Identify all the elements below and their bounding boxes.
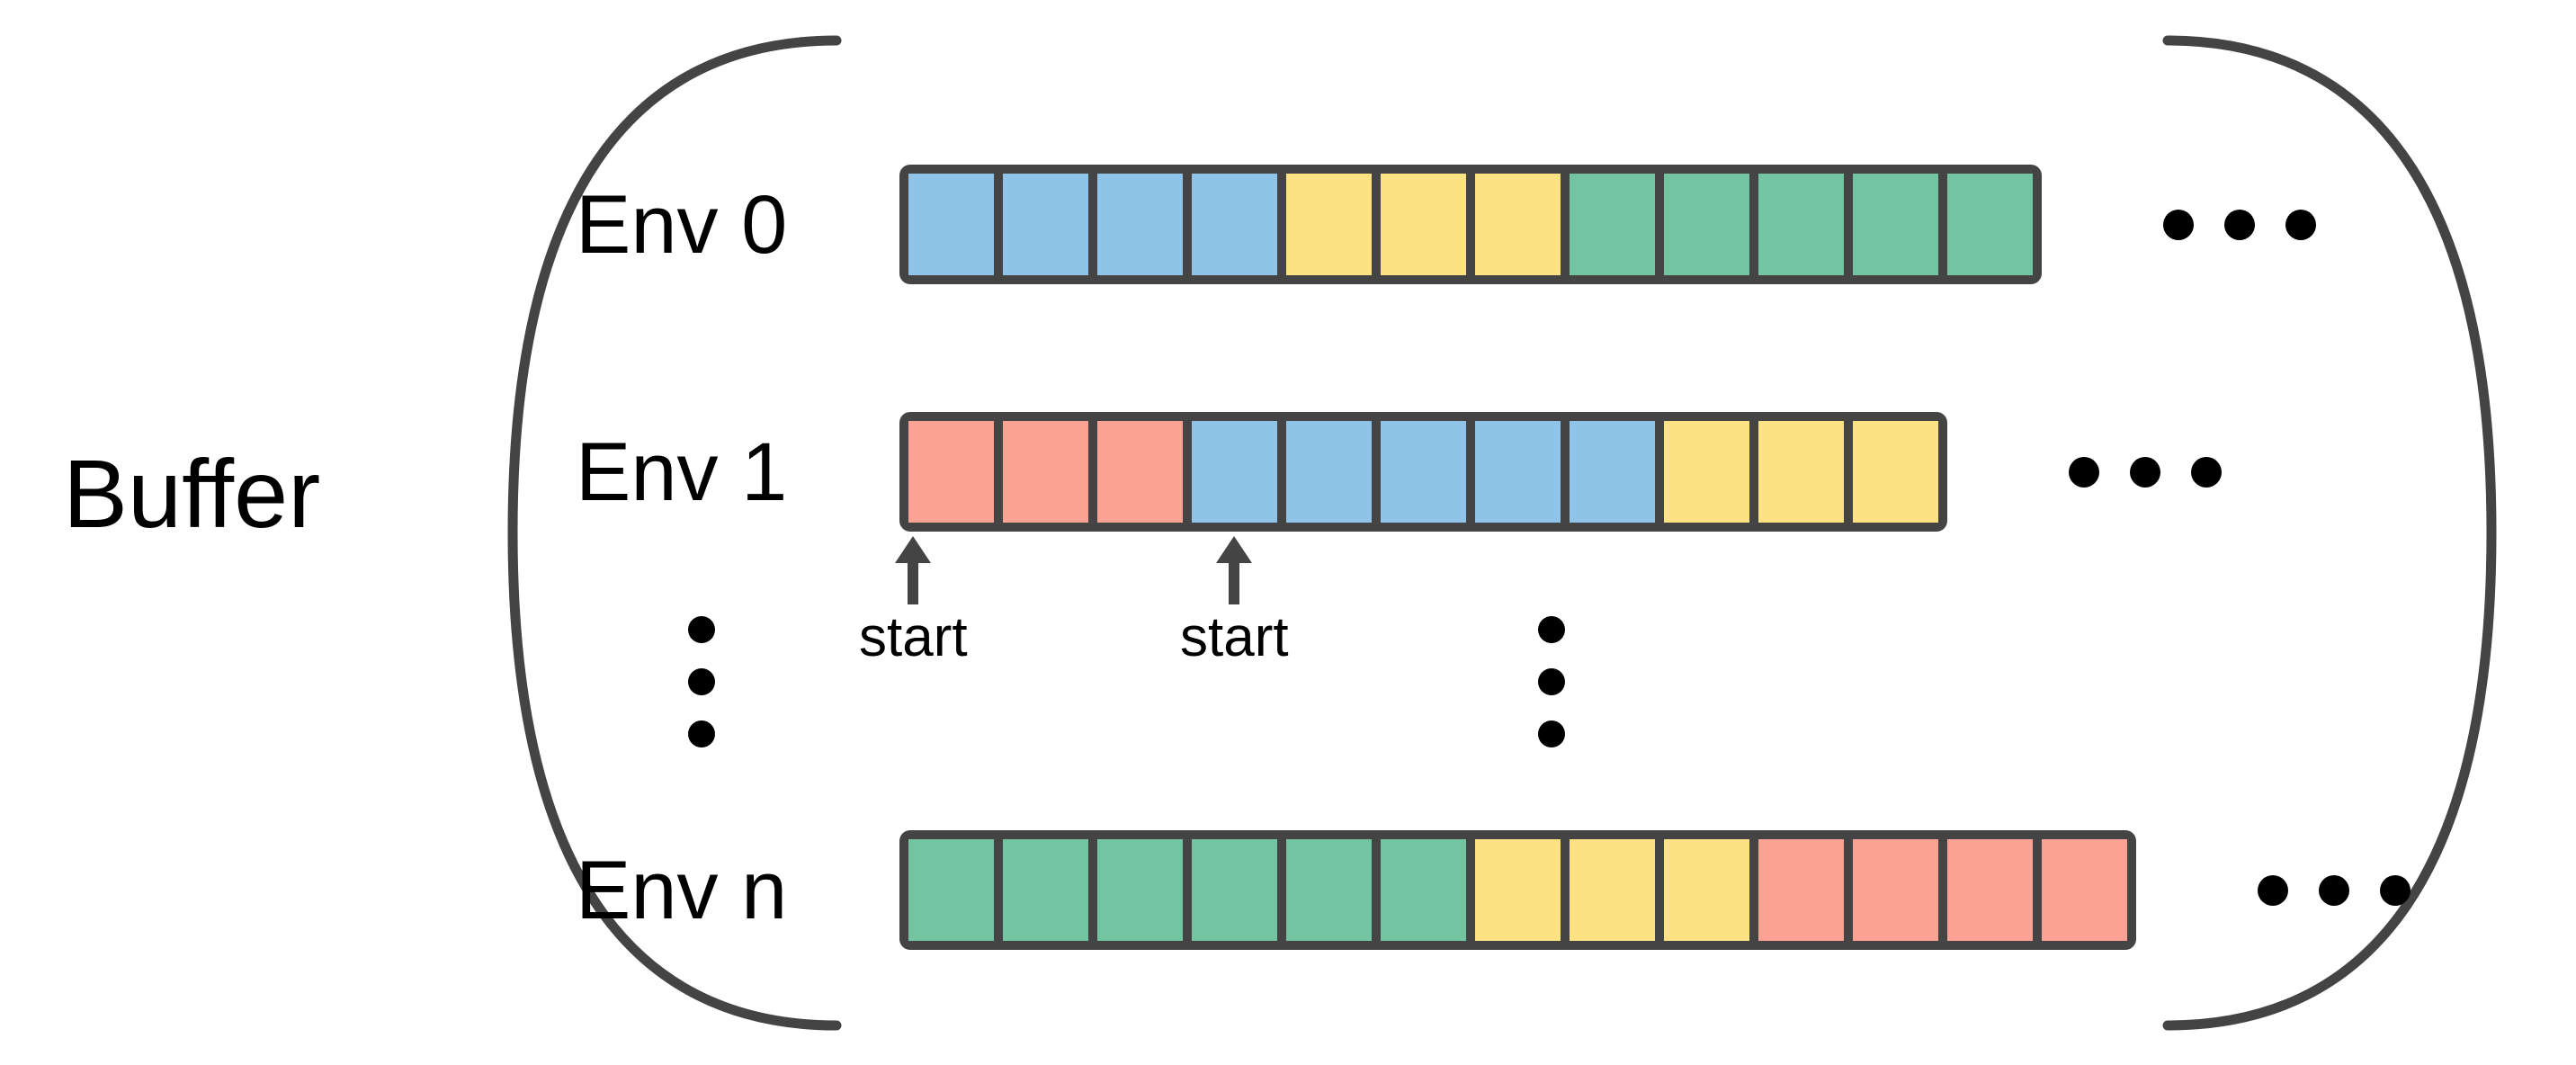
ellipsis-dot-icon [2285, 209, 2316, 240]
vertical-ellipsis-left [688, 616, 715, 747]
buffer-cell[interactable] [1286, 174, 1372, 275]
buffer-cell[interactable] [1570, 839, 1655, 941]
buffer-cell[interactable] [1475, 421, 1561, 523]
buffer-cell[interactable] [1758, 174, 1844, 275]
ellipsis-dot-icon [688, 616, 715, 643]
buffer-cell[interactable] [1192, 174, 1277, 275]
up-arrow-icon [1216, 536, 1253, 604]
buffer-cell[interactable] [1570, 421, 1655, 523]
ellipsis-dot-icon [2163, 209, 2194, 240]
buffer-cell[interactable] [1192, 839, 1277, 941]
ellipsis-dot-icon [2130, 456, 2160, 488]
buffer-cell[interactable] [1003, 421, 1088, 523]
buffer-cell[interactable] [1097, 421, 1183, 523]
ellipsis-dot-icon [1538, 668, 1565, 695]
buffer-cell[interactable] [1381, 174, 1466, 275]
ellipsis-dot-icon [2380, 874, 2411, 906]
env-row-n-ellipsis [2258, 839, 2411, 941]
buffer-cell[interactable] [908, 839, 994, 941]
buffer-cell[interactable] [1381, 421, 1466, 523]
ellipsis-dot-icon [2319, 874, 2349, 906]
buffer-cell[interactable] [1286, 421, 1372, 523]
ellipsis-dot-icon [2258, 874, 2288, 906]
buffer-label: Buffer [63, 439, 321, 548]
ellipsis-dot-icon [2224, 209, 2255, 240]
buffer-cell[interactable] [1003, 174, 1088, 275]
vertical-ellipsis-right [1538, 616, 1565, 747]
env-row-0-strip [899, 165, 2042, 284]
start-marker-2: start [1180, 534, 1289, 667]
buffer-cell[interactable] [1758, 839, 1844, 941]
env-row-n: Env n [576, 823, 2411, 958]
buffer-cell[interactable] [2042, 839, 2127, 941]
env-row-n-label: Env n [576, 844, 788, 936]
env-row-0-ellipsis [2163, 174, 2316, 275]
env-row-1-ellipsis [2069, 421, 2222, 523]
buffer-cell[interactable] [1758, 421, 1844, 523]
ellipsis-dot-icon [2191, 456, 2222, 488]
ellipsis-dot-icon [688, 668, 715, 695]
buffer-cell[interactable] [1097, 839, 1183, 941]
ellipsis-dot-icon [688, 720, 715, 747]
buffer-cell[interactable] [1381, 839, 1466, 941]
buffer-cell[interactable] [1853, 421, 1938, 523]
ellipsis-dot-icon [1538, 616, 1565, 643]
buffer-cell[interactable] [1192, 421, 1277, 523]
buffer-cell[interactable] [1947, 174, 2033, 275]
start-label-2: start [1180, 606, 1289, 668]
env-row-0: Env 0 [576, 157, 2316, 292]
start-label-1: start [859, 606, 968, 668]
ellipsis-dot-icon [2069, 456, 2099, 488]
env-row-0-label: Env 0 [576, 178, 788, 271]
buffer-cell[interactable] [1853, 174, 1938, 275]
ellipsis-dot-icon [1538, 720, 1565, 747]
buffer-cell[interactable] [1097, 174, 1183, 275]
buffer-cell[interactable] [1570, 174, 1655, 275]
buffer-cell[interactable] [1475, 174, 1561, 275]
buffer-cell[interactable] [1664, 174, 1749, 275]
buffer-cell[interactable] [1664, 421, 1749, 523]
buffer-cell[interactable] [1853, 839, 1938, 941]
buffer-cell[interactable] [908, 421, 994, 523]
start-marker-1: start [859, 534, 968, 667]
env-row-n-strip [899, 830, 2136, 950]
buffer-cell[interactable] [1286, 839, 1372, 941]
buffer-cell[interactable] [1475, 839, 1561, 941]
buffer-cell[interactable] [1003, 839, 1088, 941]
env-row-1-label: Env 1 [576, 425, 788, 518]
env-row-1-strip [899, 412, 1947, 532]
buffer-cell[interactable] [908, 174, 994, 275]
up-arrow-icon [895, 536, 932, 604]
buffer-cell[interactable] [1947, 839, 2033, 941]
env-row-1: Env 1 [576, 405, 2285, 540]
buffer-cell[interactable] [1664, 839, 1749, 941]
